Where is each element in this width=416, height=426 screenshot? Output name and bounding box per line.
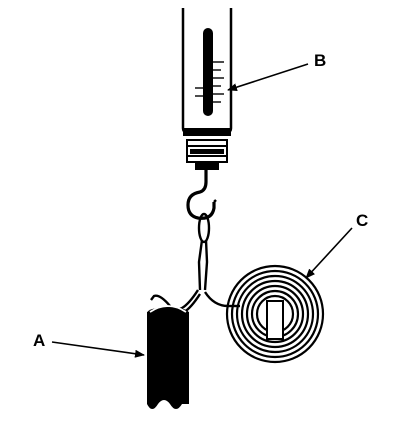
label-a: A [33,331,45,350]
leader-a [51,341,145,358]
stud-icon [147,305,189,410]
leader-c [305,227,353,279]
leader-arrows [51,63,353,358]
spring-wire [150,212,229,316]
spring-scale-icon [181,8,233,170]
hook-icon [186,170,217,220]
label-c: C [356,211,368,230]
spiral-spring-icon [225,264,325,364]
label-b: B [314,51,326,70]
leader-b [227,63,309,92]
